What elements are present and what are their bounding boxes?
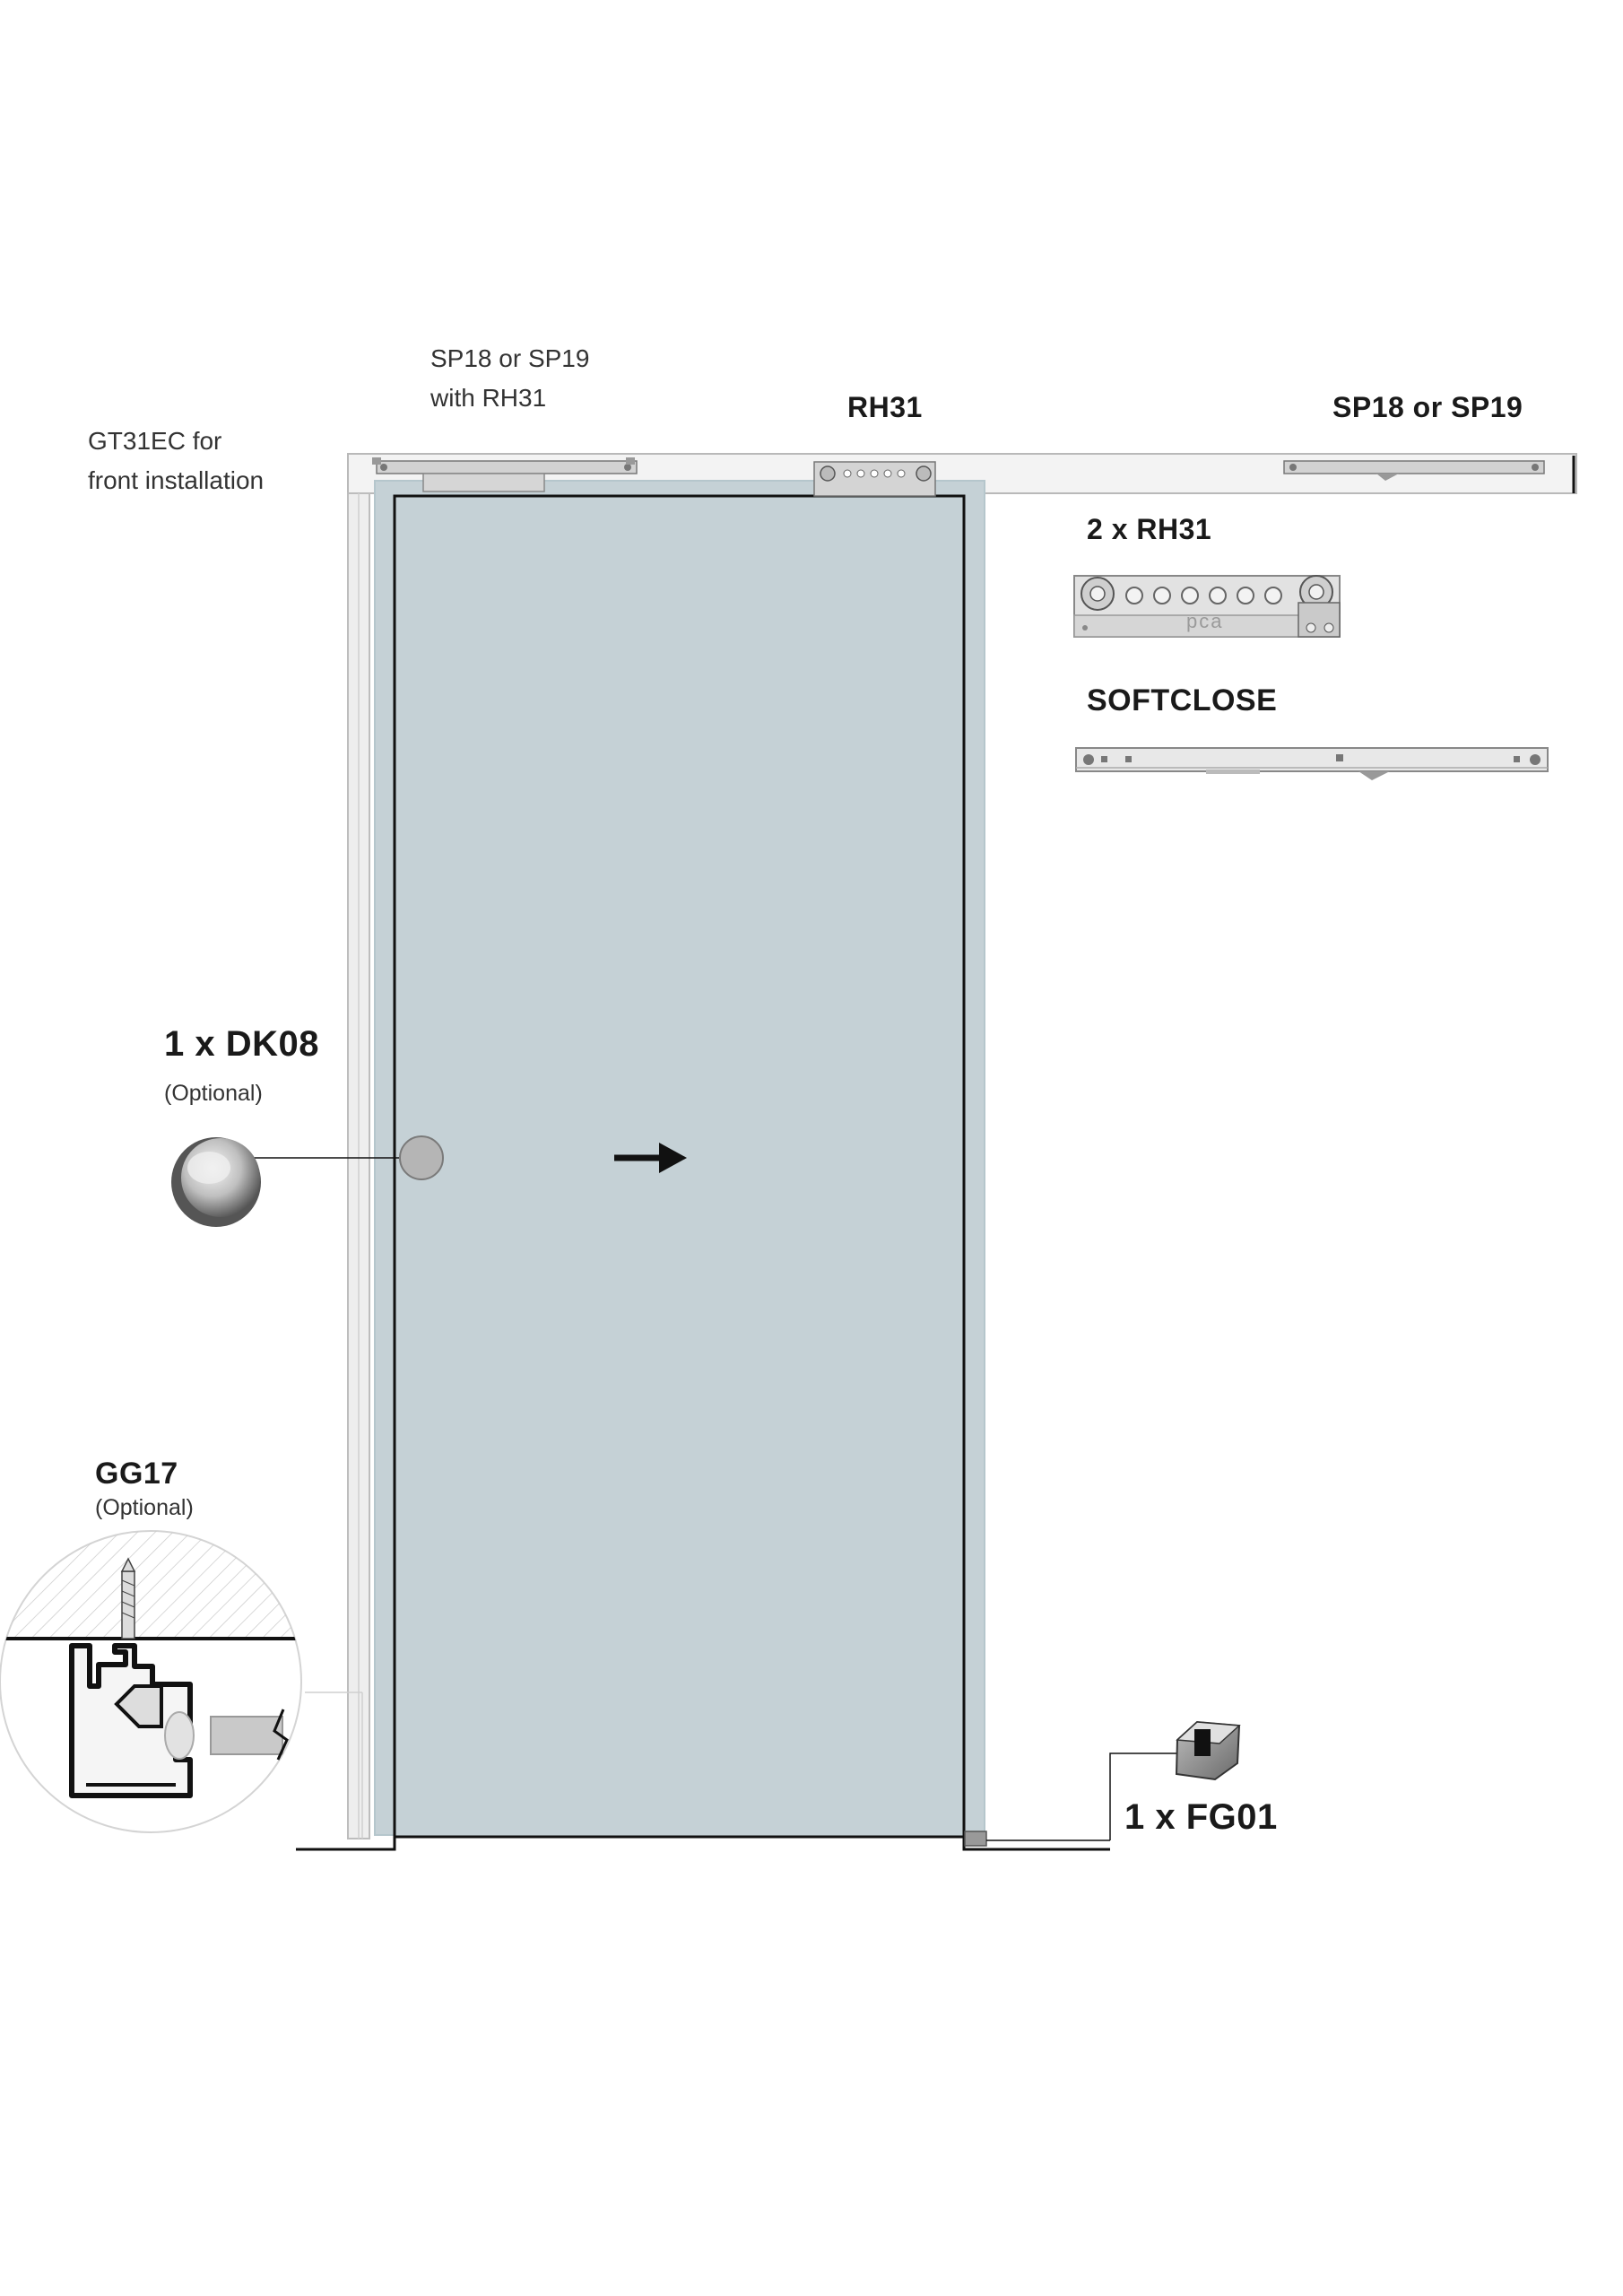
fg01-floor-guide-icon (1175, 1720, 1241, 1781)
sp-with-rh31-hardware (372, 457, 638, 492)
softclose-detail (1075, 747, 1549, 780)
sp-right-label: SP18 or SP19 (1332, 391, 1523, 423)
rh31-center-roller (813, 461, 936, 497)
wall-profile (347, 492, 370, 1839)
softclose-label: SOFTCLOSE (1087, 683, 1278, 718)
fg01-on-floor (964, 1752, 1176, 1847)
dk08-on-door (254, 1135, 444, 1180)
sp-with-rh31-label-line2: with RH31 (430, 384, 547, 412)
sp-right-hardware (1283, 460, 1545, 481)
roller-logo-text: pca (1186, 610, 1224, 632)
sp-with-rh31-label-line1: SP18 or SP19 (430, 344, 590, 372)
dk08-knob-icon (171, 1137, 261, 1227)
fg01-label: 1 x FG01 (1124, 1797, 1278, 1837)
arrow-right-icon (614, 1143, 687, 1173)
gg17-leader (305, 1692, 363, 1839)
floor-line (296, 1834, 1110, 1851)
dk08-label: 1 x DK08 (164, 1024, 319, 1064)
gg17-label: GG17 (95, 1457, 178, 1491)
gg17-optional-label: (Optional) (95, 1495, 194, 1520)
rh31-detail (1073, 575, 1341, 638)
gg17-detail-circle (0, 1530, 302, 1833)
glass-door-panel (374, 480, 985, 1839)
rh31-count-label: 2 x RH31 (1087, 513, 1212, 545)
rh31-center-label: RH31 (847, 391, 923, 423)
gt31ec-label-line1: GT31EC for (88, 427, 222, 455)
dk08-optional-label: (Optional) (164, 1081, 263, 1106)
gt31ec-label-line2: front installation (88, 466, 265, 494)
